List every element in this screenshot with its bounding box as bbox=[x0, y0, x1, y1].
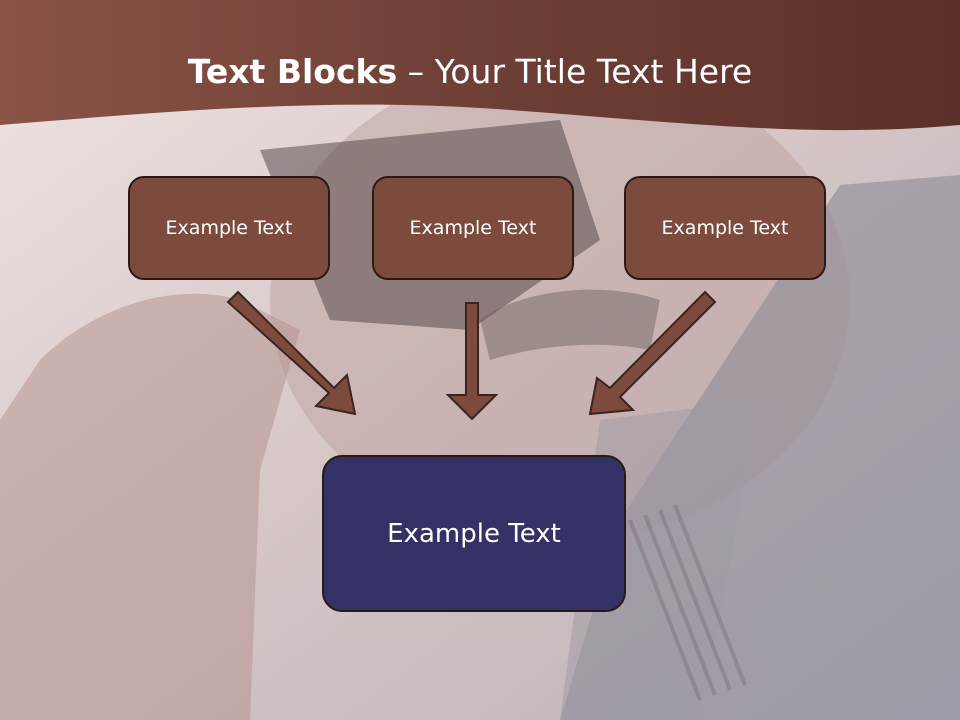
text-block-3-label: Example Text bbox=[661, 217, 789, 239]
text-block-result[interactable]: Example Text bbox=[322, 455, 626, 612]
text-block-1-label: Example Text bbox=[165, 217, 293, 239]
slide-title-rest: – Your Title Text Here bbox=[397, 52, 753, 91]
faded-tie-shape bbox=[628, 504, 747, 701]
faded-mustache-shape bbox=[480, 289, 660, 360]
text-block-2-label: Example Text bbox=[409, 217, 537, 239]
slide-title: Text Blocks – Your Title Text Here bbox=[0, 52, 940, 91]
arrow-left bbox=[226, 290, 357, 416]
text-block-2[interactable]: Example Text bbox=[372, 176, 574, 280]
text-block-3[interactable]: Example Text bbox=[624, 176, 826, 280]
header-band bbox=[0, 0, 960, 131]
text-block-result-label: Example Text bbox=[387, 518, 561, 549]
arrow-right bbox=[588, 290, 717, 416]
slide-title-bold: Text Blocks bbox=[187, 52, 398, 91]
text-block-1[interactable]: Example Text bbox=[128, 176, 330, 280]
faded-hand-shape bbox=[0, 293, 300, 720]
arrow-center bbox=[445, 302, 499, 421]
